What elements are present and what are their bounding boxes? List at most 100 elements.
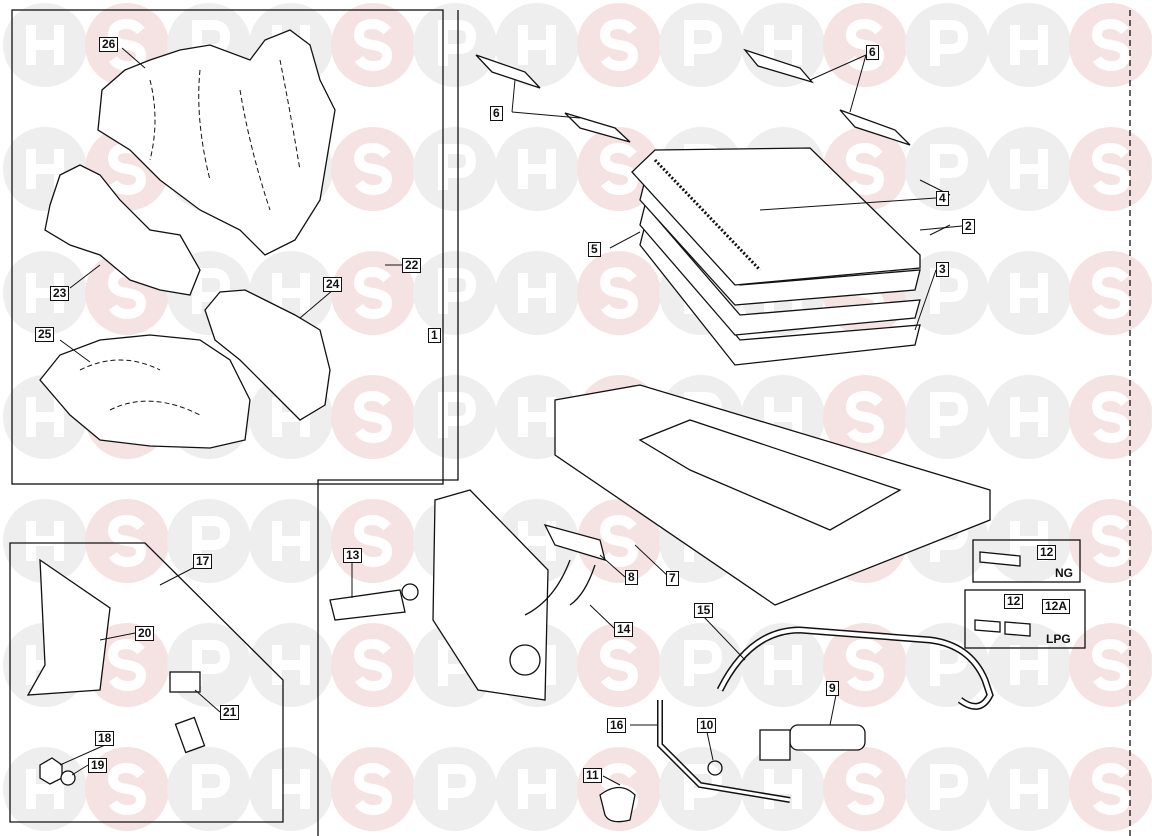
watermark-letter-shape	[353, 514, 393, 568]
watermark-letter-shape	[684, 20, 723, 66]
callout-20: 20	[135, 626, 155, 641]
watermark-letter-shape	[518, 273, 556, 313]
sleeve	[174, 716, 206, 754]
watermark-letter-shape	[353, 390, 393, 444]
watermark-letter-shape	[845, 18, 885, 72]
watermark-letter-shape	[1010, 149, 1048, 189]
gas-valve	[789, 724, 866, 751]
watermark-letter-shape	[599, 638, 639, 692]
callout-6a: 6	[490, 106, 503, 121]
control-knob	[599, 786, 636, 823]
callout-12a: 12A	[1042, 599, 1071, 614]
watermark-letter-shape	[272, 769, 310, 809]
watermark-letter-shape	[684, 764, 723, 810]
ng-injector-frame	[972, 539, 1081, 583]
radiant-slots	[653, 158, 762, 272]
watermark-letter-shape	[272, 521, 310, 561]
callout-14: 14	[614, 622, 634, 637]
watermark-letter-shape	[1091, 142, 1131, 196]
washer-10	[707, 760, 723, 776]
watermark-letter-shape	[353, 266, 393, 320]
small-log-23	[44, 164, 201, 296]
watermark-letter-shape	[845, 638, 885, 692]
large-log-texture	[149, 59, 301, 211]
watermark-letter-shape	[764, 645, 802, 685]
burner-opening	[638, 419, 902, 531]
pilot-assembly	[543, 523, 606, 561]
watermark-letter-shape	[26, 521, 64, 561]
watermark-letter-shape	[845, 762, 885, 816]
lpg-label: LPG	[1046, 632, 1071, 646]
bracket-6b	[564, 112, 631, 143]
callout-26: 26	[99, 37, 119, 52]
callout-22: 22	[402, 258, 422, 273]
watermark-letter-shape	[353, 18, 393, 72]
watermark-letter-shape	[353, 142, 393, 196]
small-log-24	[204, 289, 331, 421]
watermark-letter-shape	[599, 514, 639, 568]
watermark-letter-shape	[438, 392, 477, 438]
gas-valve-body	[759, 729, 791, 761]
callout-11: 11	[583, 768, 602, 783]
callout-2: 2	[962, 219, 975, 234]
callout-25: 25	[35, 327, 55, 342]
watermark-letter-shape	[930, 764, 969, 810]
heat-shield	[26, 558, 111, 696]
fuel-bed-group-frame	[11, 9, 444, 485]
watermark-letter-shape	[1010, 645, 1048, 685]
callout-4: 4	[936, 191, 949, 206]
callout-12-ng: 12	[1037, 545, 1057, 560]
callout-8: 8	[625, 570, 638, 585]
ng-label: NG	[1055, 566, 1073, 580]
watermark-letter-shape	[438, 20, 477, 66]
watermark-letter-shape	[438, 764, 477, 810]
burner-tray	[554, 384, 991, 606]
watermark-letter-shape	[438, 144, 477, 190]
callout-23: 23	[50, 286, 70, 301]
watermark-letter-shape	[599, 266, 639, 320]
watermark-letter-shape	[1010, 769, 1048, 809]
callout-17: 17	[193, 554, 213, 569]
watermark-letter-shape	[1091, 266, 1131, 320]
watermark-letter-shape	[930, 20, 969, 66]
main-assembly-frame	[317, 10, 459, 836]
callout-1: 1	[428, 328, 441, 343]
watermark-letter-shape	[1010, 273, 1048, 313]
watermark-letter-shape	[599, 18, 639, 72]
watermark-letter-shape	[192, 516, 231, 562]
watermark-letter-shape	[518, 397, 556, 437]
watermark-letter-shape	[107, 18, 147, 72]
watermark-letter-shape	[192, 640, 231, 686]
watermark-letter-shape	[107, 514, 147, 568]
callout-13: 13	[343, 548, 363, 563]
watermark-letter-shape	[518, 769, 556, 809]
lpg-injector-frame	[964, 589, 1086, 649]
pilot-pipe-inner	[658, 700, 791, 802]
ember-bag	[39, 334, 251, 449]
watermark-letter-shape	[353, 762, 393, 816]
bracket-6a	[475, 54, 541, 89]
watermark-letter-shape	[1091, 514, 1131, 568]
watermark-letter-shape	[930, 268, 969, 314]
ember-bag-texture	[79, 359, 201, 416]
callout-21: 21	[220, 705, 240, 720]
lpg-injectors	[974, 619, 1031, 637]
nut-18	[39, 757, 63, 785]
watermark-letter-shape	[845, 390, 885, 444]
watermark-letter-shape	[192, 764, 231, 810]
watermark-letter-shape	[1091, 18, 1131, 72]
accessory-group-frame	[9, 542, 284, 823]
spark-generator	[329, 589, 406, 621]
watermark-letter-shape	[518, 25, 556, 65]
callout-19: 19	[88, 758, 108, 773]
gas-pipe-inner	[718, 627, 993, 709]
watermark-letter-shape	[684, 640, 723, 686]
watermark-letter-shape	[599, 142, 639, 196]
callout-10: 10	[697, 718, 717, 733]
watermark-letter-shape	[930, 144, 969, 190]
watermark-letter-shape	[764, 769, 802, 809]
watermark-letter-shape	[930, 392, 969, 438]
